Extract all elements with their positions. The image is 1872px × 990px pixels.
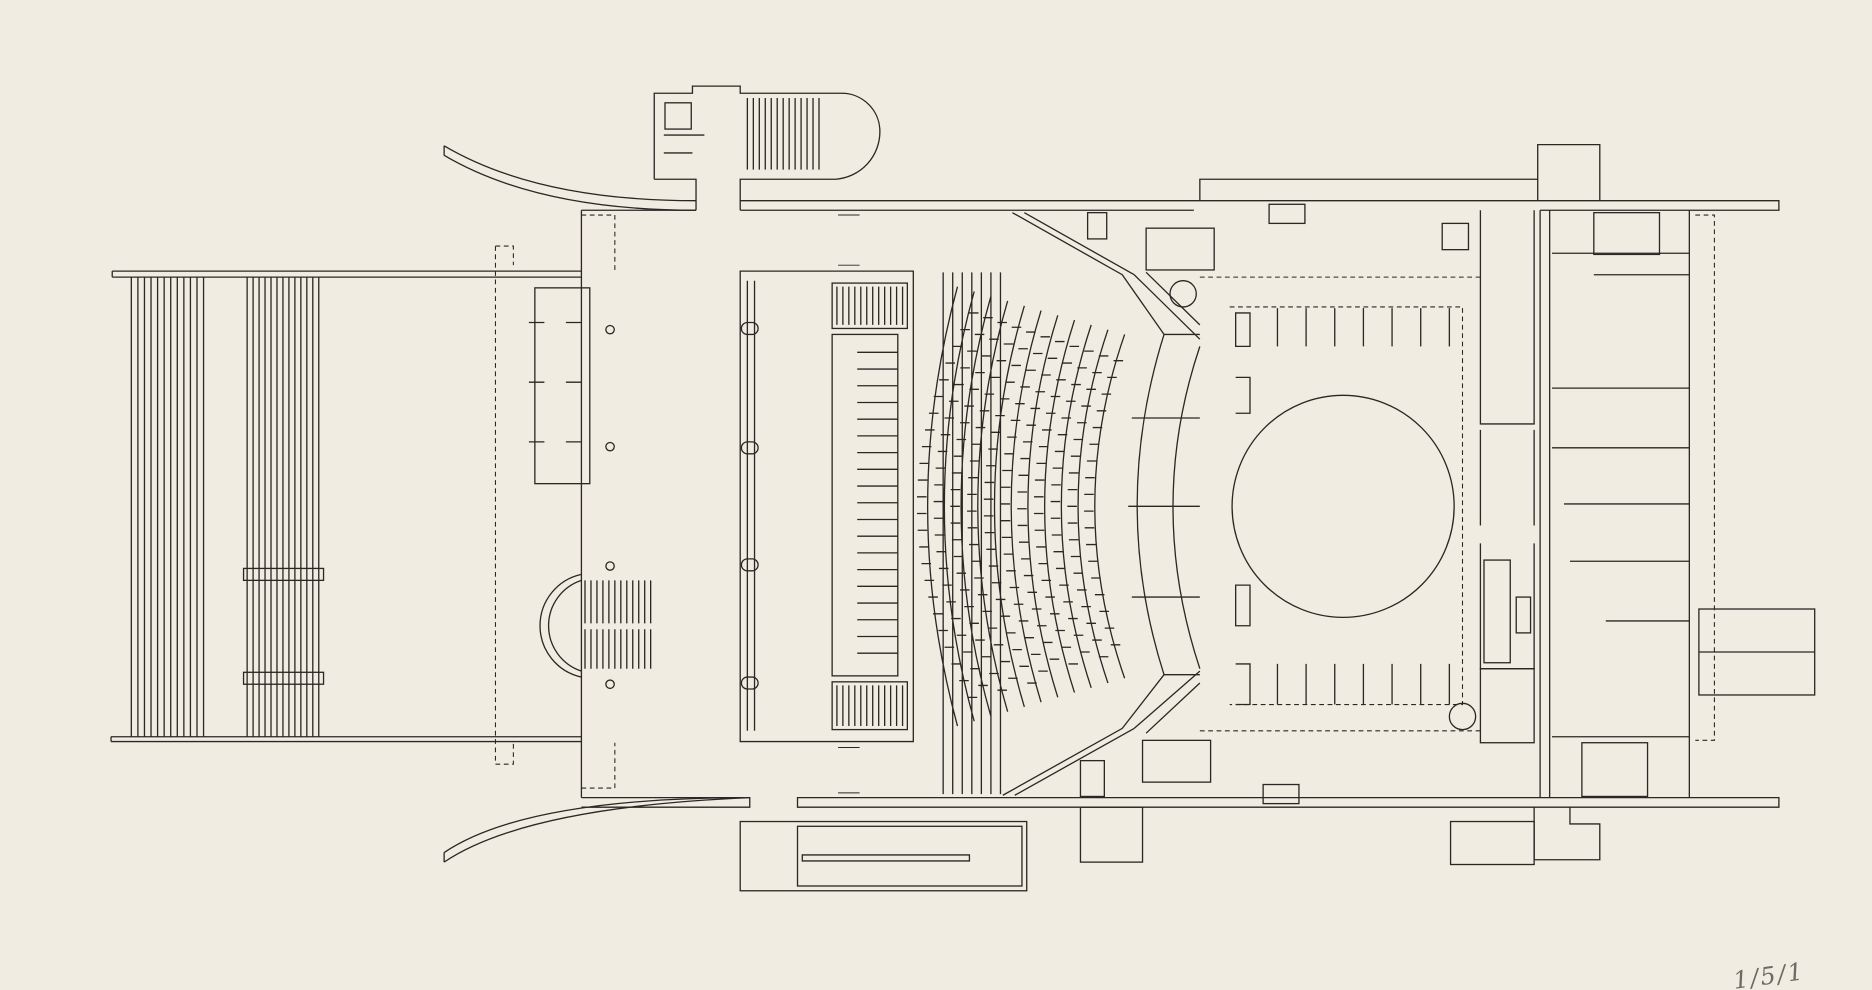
entrance-plaza <box>110 245 582 765</box>
building-walls <box>580 143 1780 808</box>
plaza-paving-stripes <box>130 277 320 737</box>
stair-tower <box>653 85 881 211</box>
bottom-annex <box>739 806 1144 892</box>
backstage-rooms <box>1449 210 1816 866</box>
entrance-canopies <box>443 145 750 863</box>
foyer <box>528 214 914 794</box>
auditorium-seating <box>916 212 1477 796</box>
stage <box>1079 211 1481 798</box>
